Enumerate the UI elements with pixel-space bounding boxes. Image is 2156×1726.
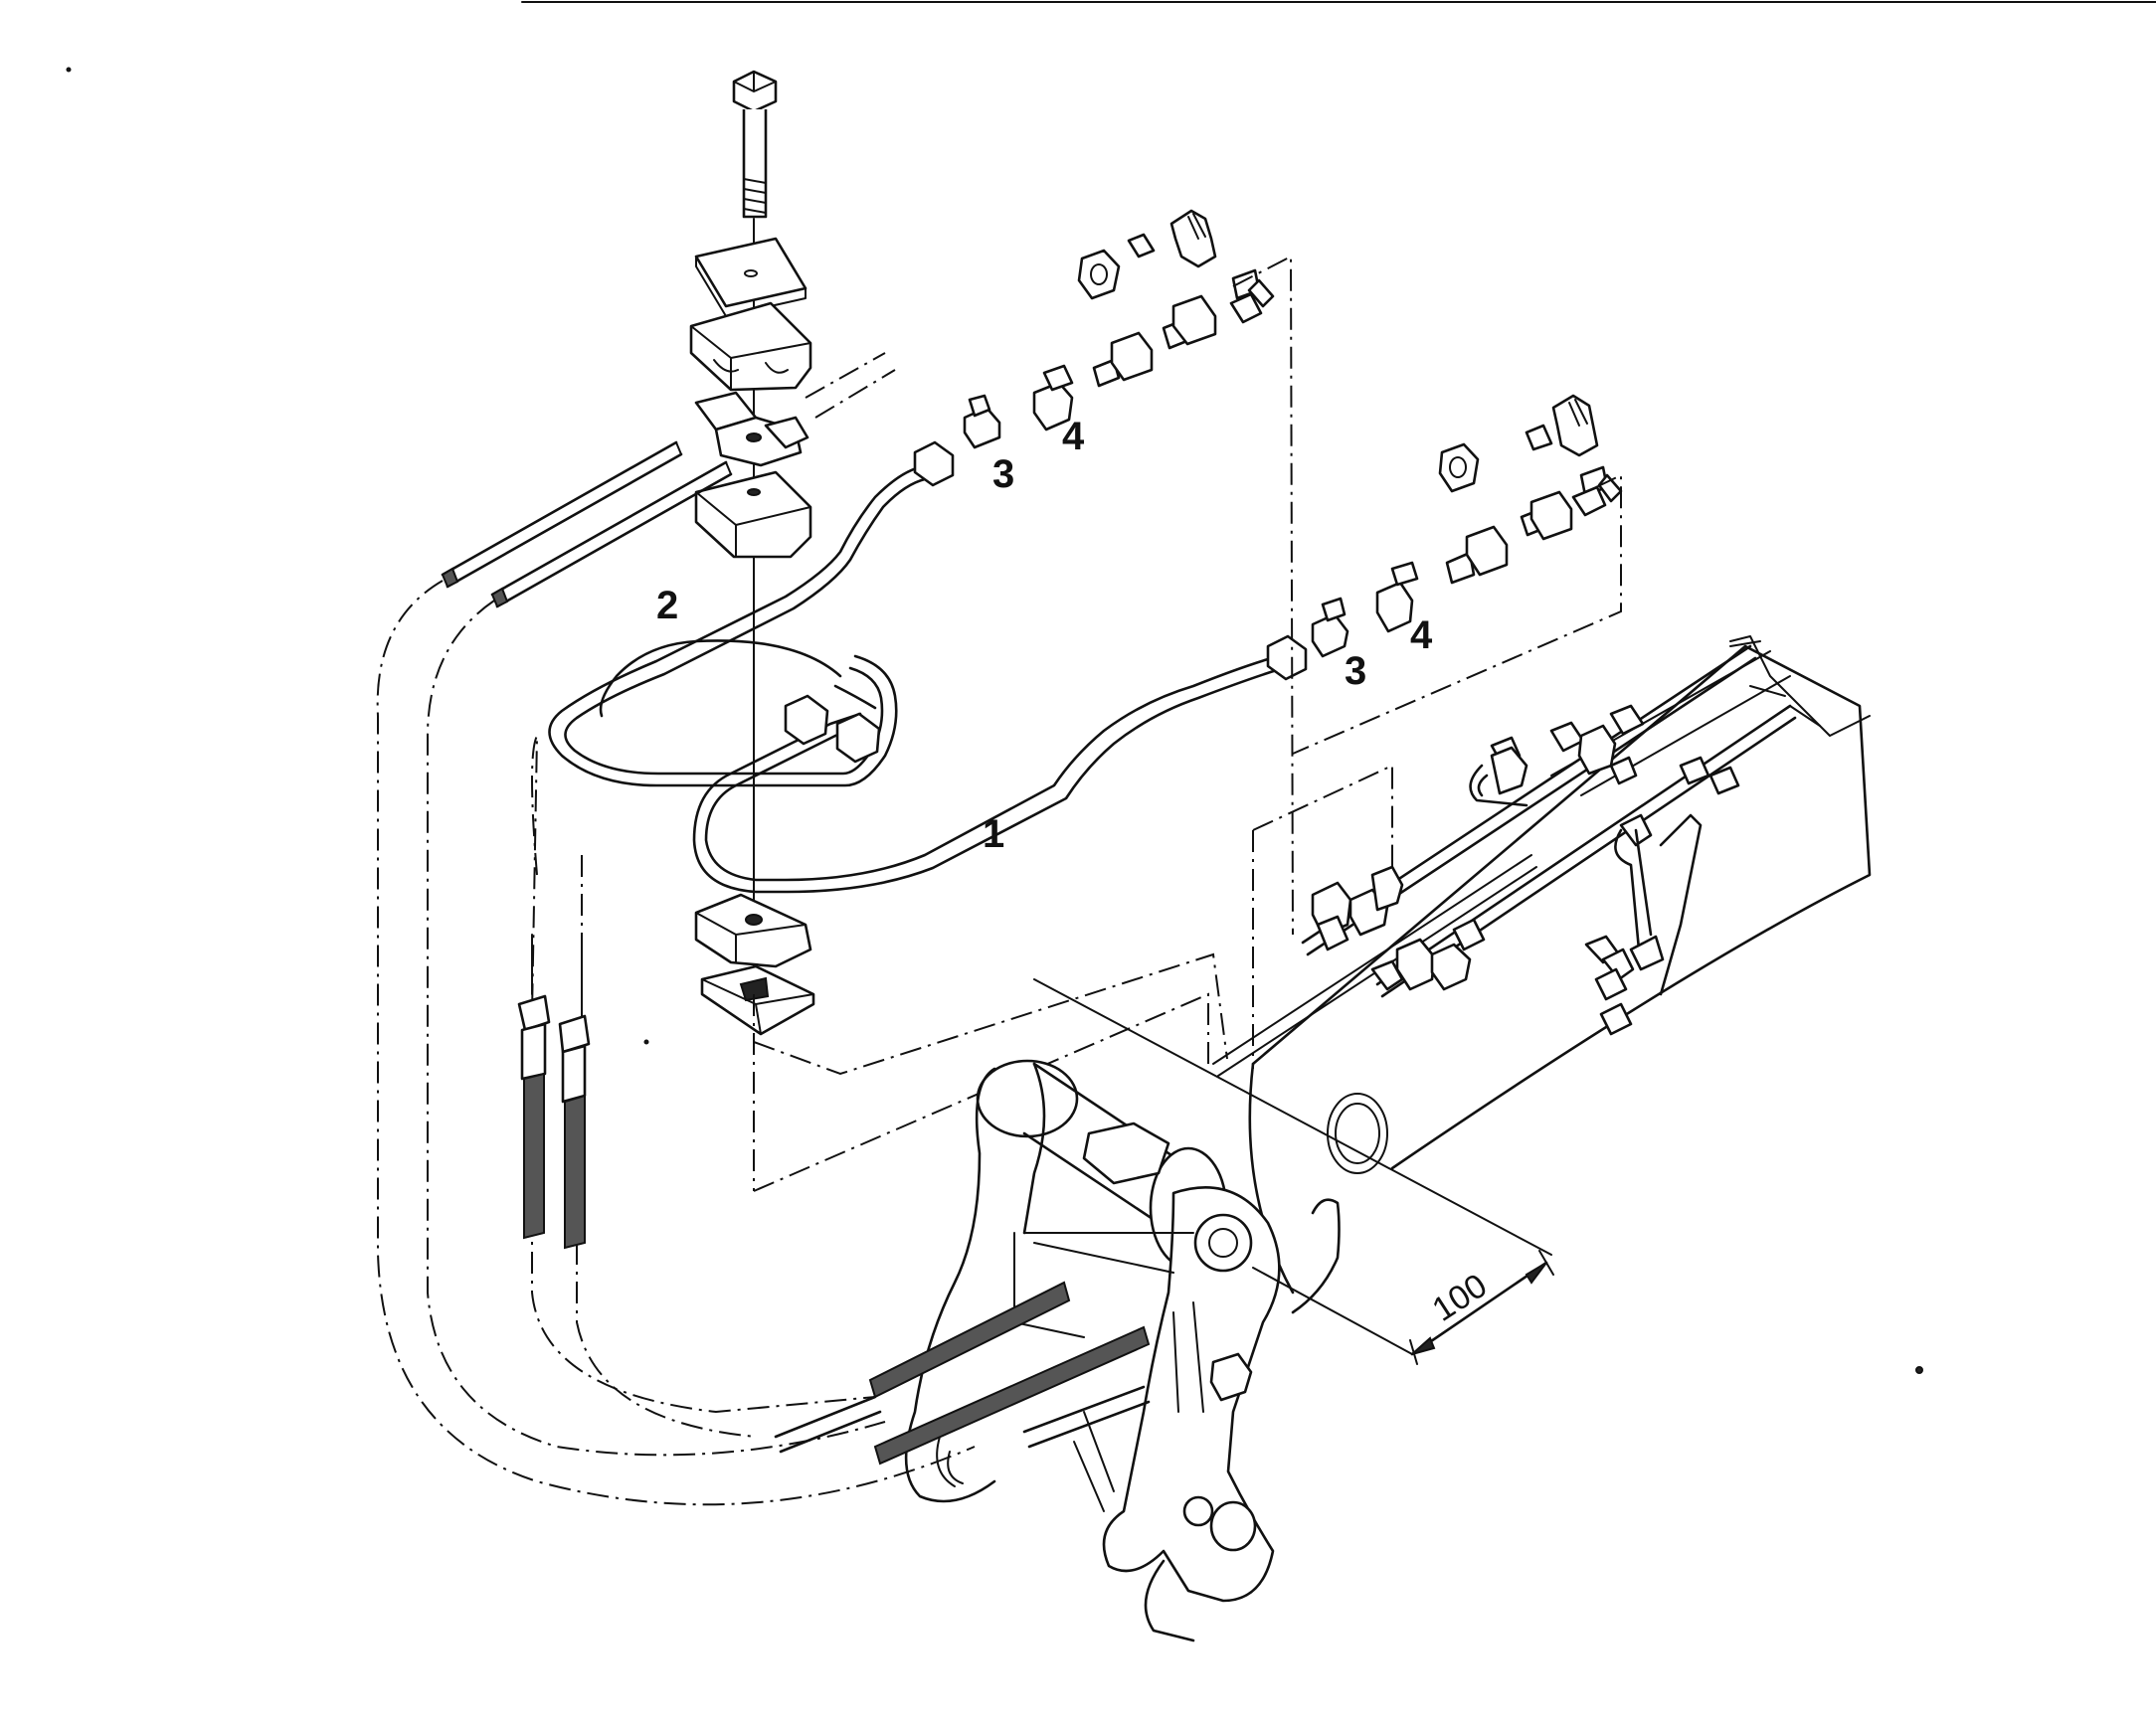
dimension-100 [1033,978,1554,1365]
callout-4-upper: 4 [1062,415,1085,458]
hose-routing-dashed [376,580,976,1506]
clamp-lower-half [694,470,812,559]
dimension-label: 100 [1426,1267,1494,1329]
boom-tubes [1212,644,1797,1077]
lower-fitting-group [1311,465,1623,658]
clamp-middle-insert [694,391,809,467]
stray-dot-2 [66,67,72,73]
stray-dot [1915,1366,1923,1374]
pipe-nuts [784,440,1308,764]
clamp-bolt [732,70,778,219]
upper-alt-fittings [1077,209,1217,300]
reference-frames [753,255,1622,1192]
pipe-1-main [692,654,1285,894]
hatched-sleeves-coupler [774,1281,1151,1466]
callout-4-lower: 4 [1410,613,1433,657]
stray-dot-3 [643,1039,649,1045]
callout-3-upper: 3 [992,452,1014,496]
callout-3-lower: 3 [1345,649,1366,693]
clamp-upper-half [689,301,812,392]
quick-coupler [904,1059,1388,1642]
clamp-top-plate [694,237,808,317]
hose-assemblies-left [517,934,591,1250]
lower-alt-fittings [1438,394,1599,493]
callout-1: 1 [983,812,1004,856]
upper-fitting-group [963,268,1275,449]
callout-2: 2 [656,584,678,627]
hose-pair [441,352,896,608]
clamp-bottom-set [694,893,815,1036]
